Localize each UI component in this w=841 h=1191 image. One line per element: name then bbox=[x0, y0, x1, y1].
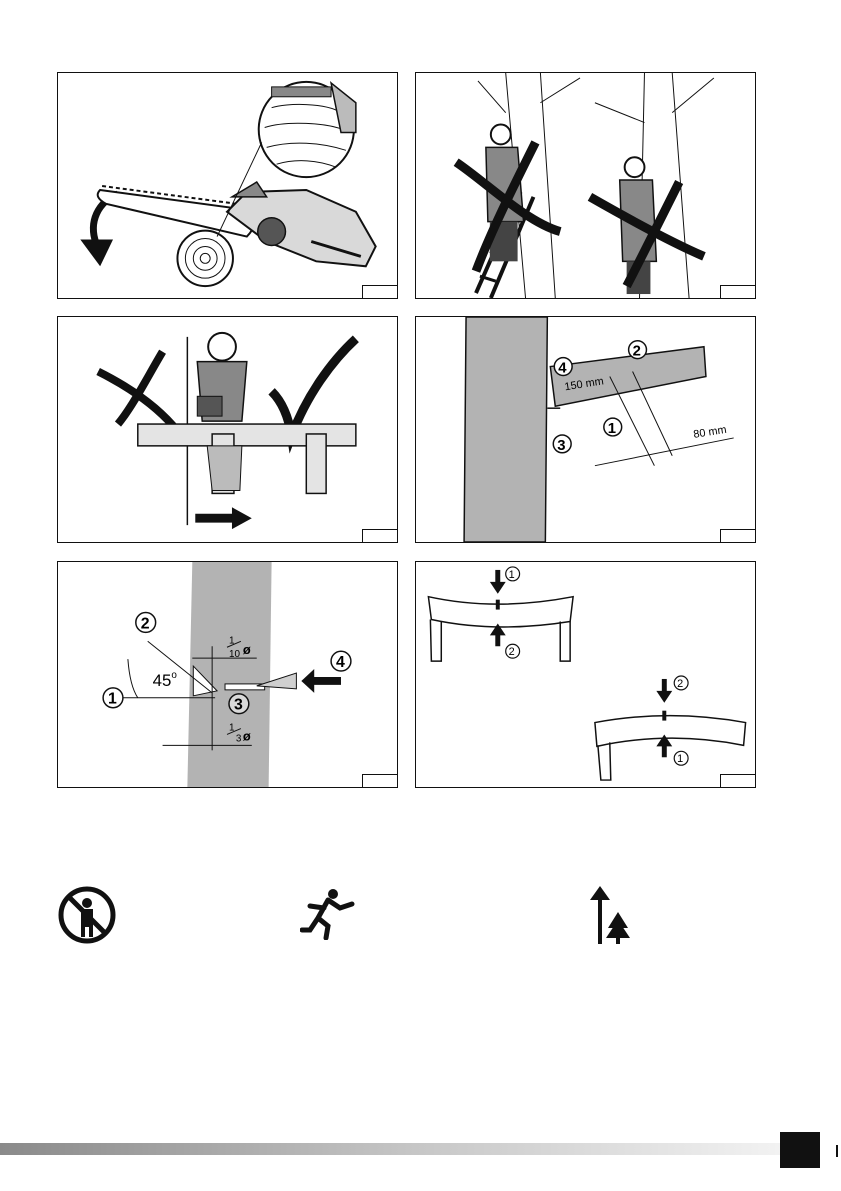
callout-2-top: 2 bbox=[506, 644, 520, 658]
figure-no-ladder-no-climb bbox=[415, 72, 756, 299]
tree-height-icon bbox=[588, 886, 633, 946]
svg-text:2: 2 bbox=[509, 646, 515, 658]
callout-1-bottom: 1 bbox=[674, 751, 688, 765]
svg-text:2: 2 bbox=[677, 678, 683, 690]
running-person-icon bbox=[300, 888, 362, 940]
svg-text:4: 4 bbox=[336, 654, 345, 671]
figure-number-box bbox=[720, 285, 755, 298]
no-bystanders-icon bbox=[57, 885, 117, 945]
svg-text:1: 1 bbox=[108, 691, 117, 708]
figure-felling-notch: 45o 1 10 ø 1 3 ø 2 1 3 4 bbox=[57, 561, 398, 788]
footer-gradient-bar bbox=[0, 1143, 780, 1155]
chainsaw-illustration bbox=[58, 73, 397, 298]
svg-text:3: 3 bbox=[557, 438, 565, 454]
callout-3: 3 bbox=[553, 435, 571, 454]
angle-label: 45o bbox=[153, 670, 178, 690]
ladder-tree-illustration bbox=[416, 73, 755, 298]
svg-text:10: 10 bbox=[229, 649, 241, 660]
svg-text:3: 3 bbox=[236, 733, 242, 744]
log-tension-illustration: 1 2 2 1 bbox=[416, 562, 755, 787]
svg-text:1: 1 bbox=[608, 421, 616, 437]
callout-2: 2 bbox=[629, 341, 647, 360]
callout-1: 1 bbox=[103, 688, 123, 708]
figure-number-box bbox=[362, 774, 397, 787]
callout-4: 4 bbox=[331, 651, 351, 671]
figure-chainsaw-cut bbox=[57, 72, 398, 299]
figure-number-box bbox=[720, 774, 755, 787]
page-number-box bbox=[780, 1132, 820, 1168]
figure-number-box bbox=[720, 529, 755, 542]
callout-1: 1 bbox=[604, 418, 622, 437]
callout-1-top: 1 bbox=[506, 567, 520, 581]
callout-4: 4 bbox=[554, 358, 572, 377]
figure-number-box bbox=[362, 285, 397, 298]
dimension-80mm: 80 mm bbox=[693, 424, 728, 441]
figure-limb-removal: 150 mm 80 mm 4 2 1 3 bbox=[415, 316, 756, 543]
svg-text:4: 4 bbox=[558, 361, 567, 377]
svg-text:2: 2 bbox=[633, 344, 641, 360]
limb-illustration: 150 mm 80 mm 4 2 1 3 bbox=[416, 317, 755, 542]
figure-log-tension: 1 2 2 1 bbox=[415, 561, 756, 788]
figure-number-box bbox=[362, 529, 397, 542]
svg-text:ø: ø bbox=[243, 642, 251, 657]
felling-illustration: 45o 1 10 ø 1 3 ø 2 1 3 4 bbox=[58, 562, 397, 787]
svg-text:ø: ø bbox=[243, 728, 251, 743]
callout-2-bottom: 2 bbox=[674, 676, 688, 690]
callout-2: 2 bbox=[136, 613, 156, 633]
svg-text:2: 2 bbox=[141, 615, 150, 632]
callout-3: 3 bbox=[229, 694, 249, 714]
figure-sawhorse-cut bbox=[57, 316, 398, 543]
sawhorse-illustration bbox=[58, 317, 397, 542]
page-edge-mark bbox=[836, 1145, 838, 1157]
svg-text:3: 3 bbox=[234, 697, 243, 714]
svg-text:1: 1 bbox=[677, 753, 683, 765]
svg-text:1: 1 bbox=[509, 569, 515, 581]
